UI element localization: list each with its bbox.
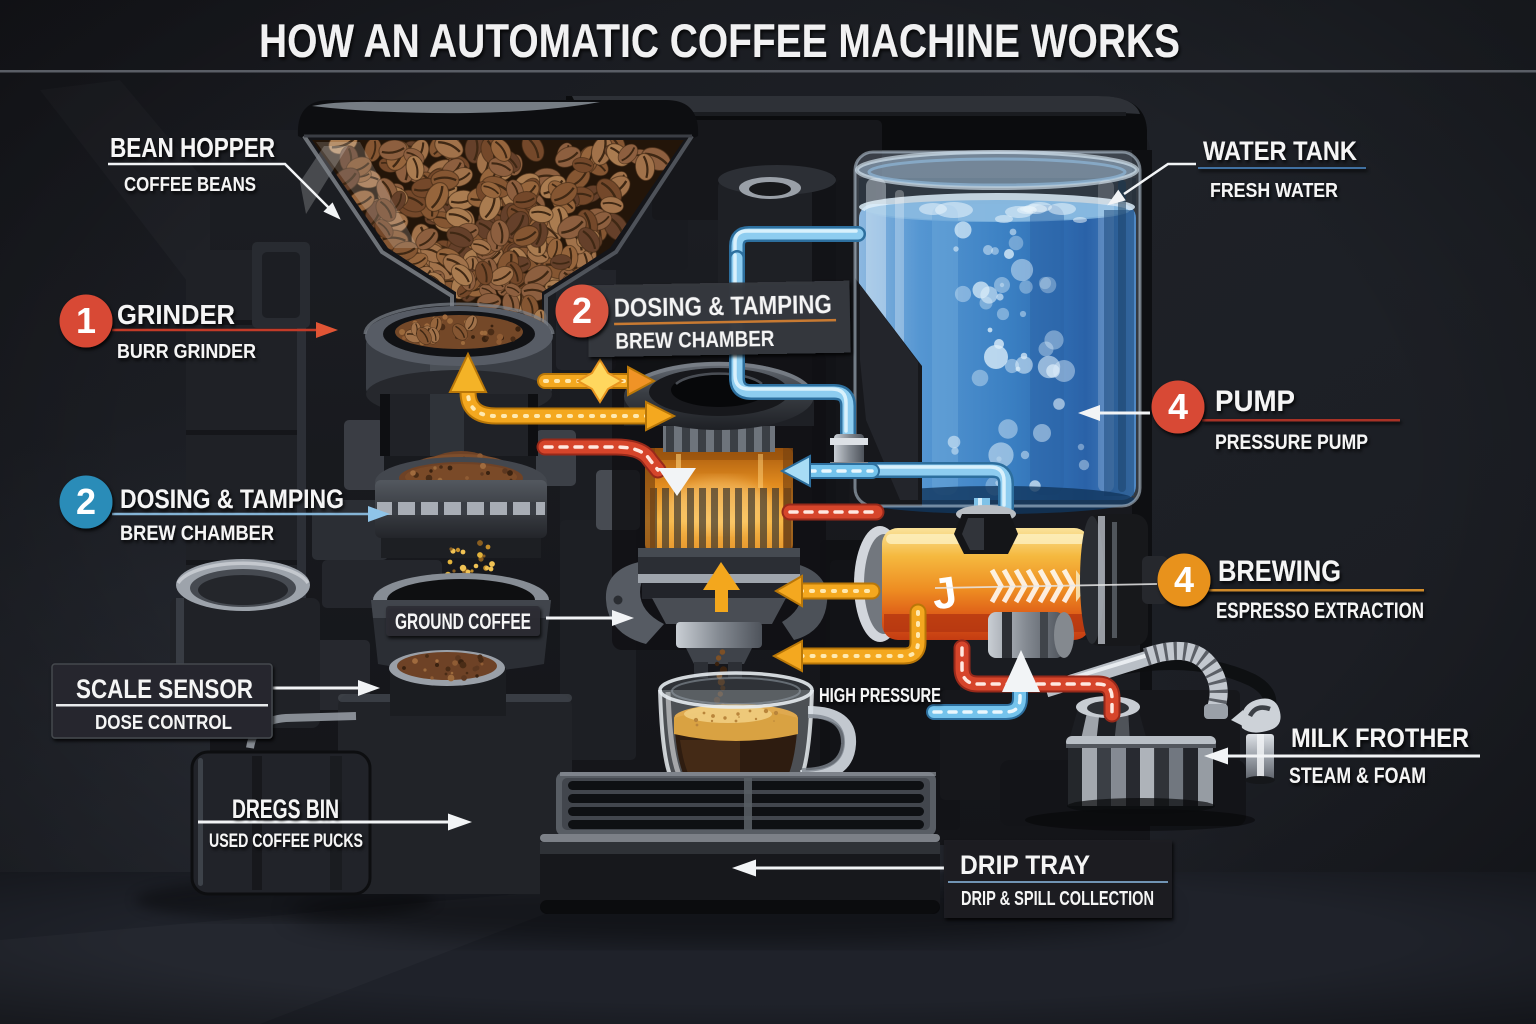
svg-text:BEAN HOPPER: BEAN HOPPER [110,132,275,163]
svg-text:2: 2 [572,290,592,331]
svg-text:HIGH PRESSURE: HIGH PRESSURE [819,685,941,707]
svg-text:COFFEE BEANS: COFFEE BEANS [124,174,256,196]
svg-text:ESPRESSO EXTRACTION: ESPRESSO EXTRACTION [1216,598,1424,623]
svg-text:STEAM & FOAM: STEAM & FOAM [1289,763,1426,788]
svg-text:BREW CHAMBER: BREW CHAMBER [615,326,775,354]
svg-text:DRIP & SPILL COLLECTION: DRIP & SPILL COLLECTION [961,887,1154,910]
svg-text:HOW AN AUTOMATIC COFFEE MACHIN: HOW AN AUTOMATIC COFFEE MACHINE WORKS [259,14,1180,67]
svg-text:WATER TANK: WATER TANK [1203,136,1357,166]
svg-text:FRESH WATER: FRESH WATER [1210,180,1338,202]
svg-text:BREWING: BREWING [1218,555,1341,588]
svg-text:4: 4 [1168,386,1188,427]
svg-text:USED COFFEE PUCKS: USED COFFEE PUCKS [209,831,363,852]
svg-text:PUMP: PUMP [1215,385,1295,418]
svg-text:DOSING & TAMPING: DOSING & TAMPING [120,484,344,514]
svg-text:4: 4 [1174,559,1194,600]
svg-text:GRINDER: GRINDER [117,299,235,330]
svg-text:2: 2 [76,481,96,522]
svg-text:DOSE CONTROL: DOSE CONTROL [95,712,232,734]
svg-text:BURR GRINDER: BURR GRINDER [117,341,256,363]
svg-text:BREW CHAMBER: BREW CHAMBER [120,522,274,545]
svg-text:PRESSURE PUMP: PRESSURE PUMP [1215,431,1368,454]
svg-text:DRIP TRAY: DRIP TRAY [960,850,1090,880]
svg-text:1: 1 [76,300,96,341]
svg-text:DOSING & TAMPING: DOSING & TAMPING [614,289,832,323]
svg-text:GROUND COFFEE: GROUND COFFEE [395,609,531,634]
svg-text:SCALE SENSOR: SCALE SENSOR [76,674,253,704]
svg-text:DREGS BIN: DREGS BIN [232,794,339,824]
svg-text:MILK FROTHER: MILK FROTHER [1291,723,1469,753]
